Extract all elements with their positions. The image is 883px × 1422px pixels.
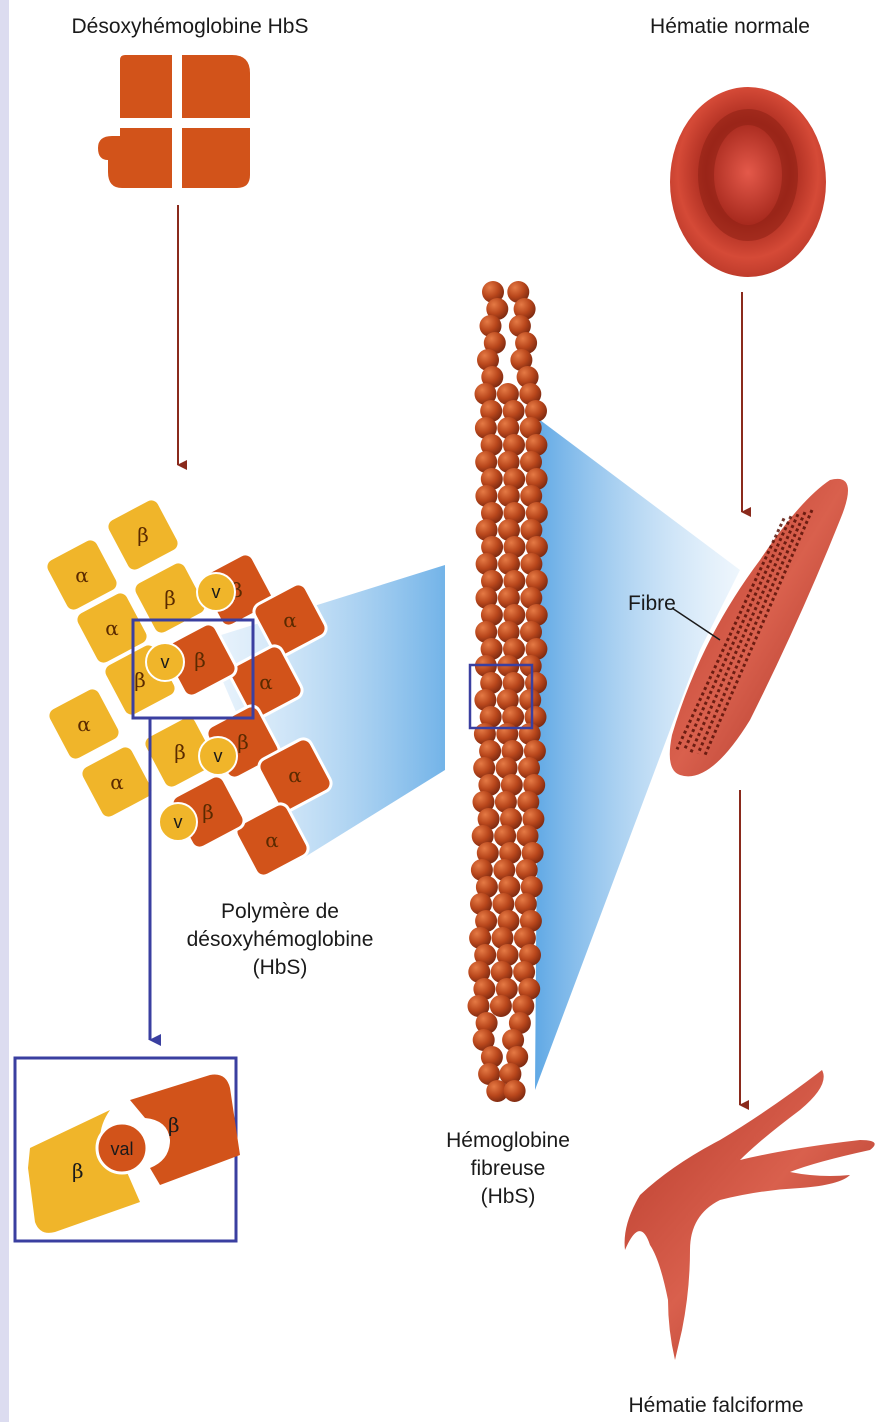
valine-knob: v xyxy=(146,643,184,681)
title-deoxy-hbs: Désoxyhémoglobine HbS xyxy=(72,15,309,38)
valine-letter: v xyxy=(161,652,170,672)
normal-rbc xyxy=(670,87,826,277)
subunit-letter-beta: β xyxy=(237,730,249,754)
deoxy-hbs-tetramer xyxy=(98,55,250,188)
subunit-letter-beta: β xyxy=(174,740,186,764)
polymer-cluster: βααββααββααββααβvvvv xyxy=(43,496,334,879)
subunit-letter-beta: β xyxy=(202,800,214,824)
label-sickle-rbc: Hématie falciforme xyxy=(628,1394,803,1417)
fiber-bead xyxy=(504,1080,526,1102)
subunit-letter-alpha: α xyxy=(259,670,273,694)
valine-knob: v xyxy=(159,803,197,841)
subunit-letter-alpha: α xyxy=(283,608,297,632)
subunit-letter-alpha: α xyxy=(265,828,279,852)
valine-knob: v xyxy=(199,737,237,775)
valine-letter: v xyxy=(214,746,223,766)
sickle-rbc xyxy=(625,1070,875,1360)
subunit-letter-alpha: α xyxy=(77,712,91,736)
label-fiber-line2: fibreuse xyxy=(471,1157,546,1180)
fiber-bead xyxy=(490,995,512,1017)
label-polymer-line3: (HbS) xyxy=(253,956,308,979)
subunit-letter-alpha: α xyxy=(105,616,119,640)
inset-label-beta-left: β xyxy=(72,1159,84,1183)
label-fibre: Fibre xyxy=(628,592,676,615)
subunit-letter-alpha: α xyxy=(288,763,302,787)
valine-letter: v xyxy=(174,812,183,832)
subunit-letter-beta: β xyxy=(134,668,146,692)
polymer-subunit-beta: β xyxy=(104,496,182,574)
inset-label-beta-right: β xyxy=(168,1113,180,1137)
inset-label-val: val xyxy=(110,1139,133,1159)
subunit-letter-alpha: α xyxy=(75,563,89,587)
subunit-letter-beta: β xyxy=(137,523,149,547)
subunit-letter-beta: β xyxy=(194,648,206,672)
subunit-letter-alpha: α xyxy=(110,770,124,794)
subunit-letter-beta: β xyxy=(164,586,176,610)
label-normal-rbc: Hématie normale xyxy=(650,15,810,38)
label-fiber-line1: Hémoglobine xyxy=(446,1129,570,1152)
valine-knob: v xyxy=(197,573,235,611)
label-polymer-line1: Polymère de xyxy=(221,900,339,923)
left-strip xyxy=(0,0,9,1422)
valine-letter: v xyxy=(212,582,221,602)
label-fiber-line3: (HbS) xyxy=(481,1185,536,1208)
label-polymer-line2: désoxyhémoglobine xyxy=(187,928,374,951)
